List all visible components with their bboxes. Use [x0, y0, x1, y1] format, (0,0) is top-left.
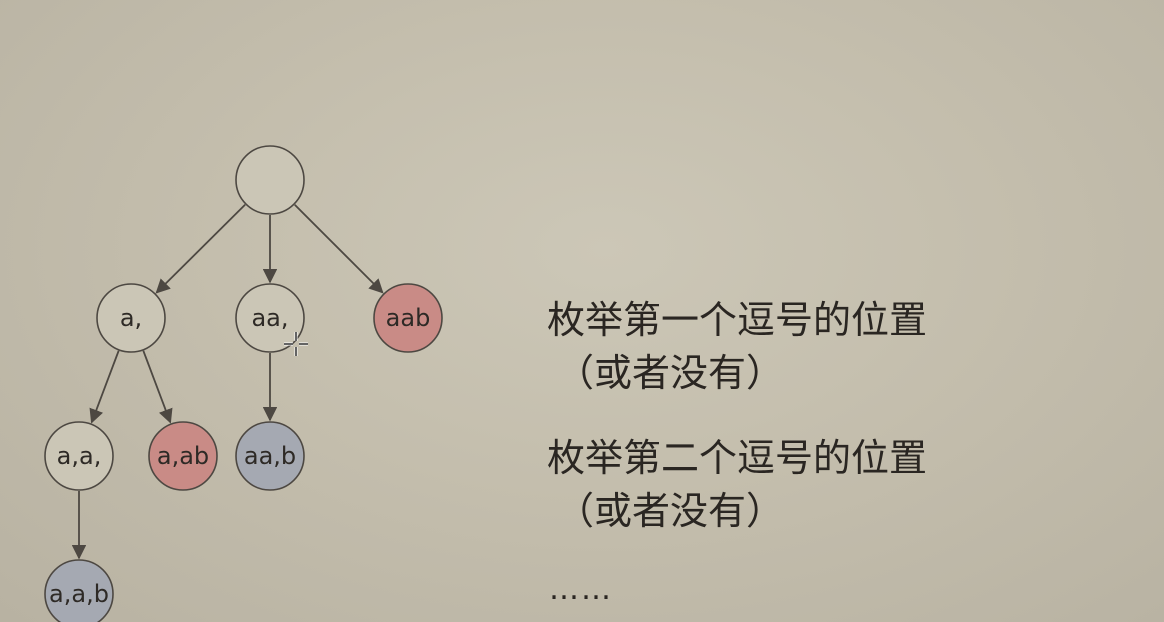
- node-label: aa,b: [244, 442, 296, 470]
- node-label: aa,: [251, 304, 288, 332]
- node-circle: [235, 421, 305, 491]
- tree-node-n1: a,: [96, 283, 166, 353]
- node-circle: [44, 559, 114, 622]
- tree-edge-n1-n4: [89, 350, 120, 424]
- tree-node-n7: a,a,b: [44, 559, 114, 622]
- first-or-none-text: （或者没有）: [556, 351, 785, 395]
- node-label: a,: [120, 304, 142, 332]
- enumerate-second-comma-text: 枚举第二个逗号的位置: [547, 436, 928, 480]
- node-circle: [96, 283, 166, 353]
- node-circle: [373, 283, 443, 353]
- node-circle: [235, 145, 305, 215]
- tree-edge-root-n3: [294, 204, 384, 294]
- second-or-none-text: （或者没有）: [556, 489, 785, 533]
- node-label: aab: [386, 304, 431, 332]
- node-circle: [148, 421, 218, 491]
- tree-node-n3: aab: [373, 283, 443, 353]
- node-circle: [235, 283, 305, 353]
- node-label: a,ab: [157, 442, 209, 470]
- tree-edge-root-n1: [155, 204, 246, 294]
- tree-node-n6: aa,b: [235, 421, 305, 491]
- tree-node-n2: aa,: [235, 283, 305, 353]
- crosshair-cursor-icon: [284, 332, 308, 356]
- node-label: a,a,b: [49, 580, 109, 608]
- node-label: a,a,: [57, 442, 102, 470]
- ellipsis-text: ……: [549, 572, 613, 607]
- node-circle: [44, 421, 114, 491]
- tree-edge-n1-n5: [142, 350, 173, 424]
- tree-node-root: [235, 145, 305, 215]
- tree-nodes: a, aa, aab a,a, a,ab aa,b a,a,b: [44, 145, 443, 622]
- tree-edges: [71, 204, 384, 560]
- tree-node-n4: a,a,: [44, 421, 114, 491]
- enumerate-first-comma-text: 枚举第一个逗号的位置: [547, 298, 928, 342]
- tree-node-n5: a,ab: [148, 421, 218, 491]
